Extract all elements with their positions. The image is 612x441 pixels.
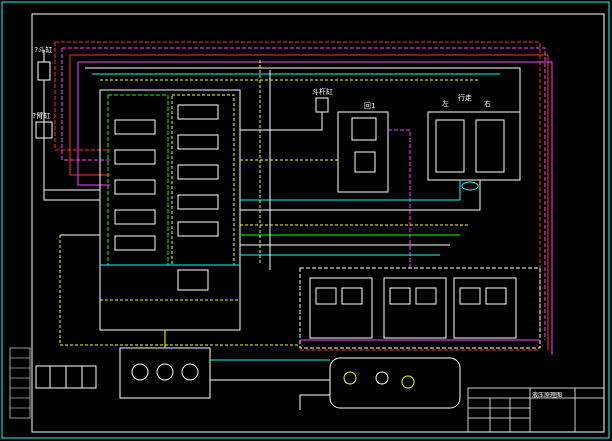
- travel-motor-block: [240, 111, 521, 211]
- label-right: 右: [484, 100, 491, 108]
- pilot-valve-block: [299, 267, 541, 351]
- boom-cylinder: [240, 97, 329, 131]
- bucket-cylinder: [37, 50, 100, 191]
- hydraulic-tank: [299, 357, 461, 410]
- label-arm-cylinder: ?臂缸: [32, 112, 51, 120]
- title-block-name: 液压原理图: [532, 392, 563, 399]
- top-pipe-bundle: [54, 41, 553, 355]
- left-revision-strip: [9, 347, 31, 419]
- label-left: 左: [442, 100, 449, 108]
- label-bucket-cylinder: ?斗缸: [34, 46, 53, 54]
- pump-block: [119, 330, 330, 399]
- title-block: [467, 387, 605, 433]
- label-swing-motor: 回1: [364, 102, 376, 110]
- middle-pipe-lines: [59, 60, 470, 346]
- inner-frame: [31, 13, 605, 433]
- main-control-valve: [99, 89, 241, 331]
- label-boom-cylinder: 斗杆缸: [312, 88, 333, 96]
- filter-unit: [35, 365, 97, 389]
- arm-cylinder: [35, 112, 100, 201]
- label-travel: 行走: [458, 94, 472, 102]
- swing-motor-block: [240, 111, 411, 270]
